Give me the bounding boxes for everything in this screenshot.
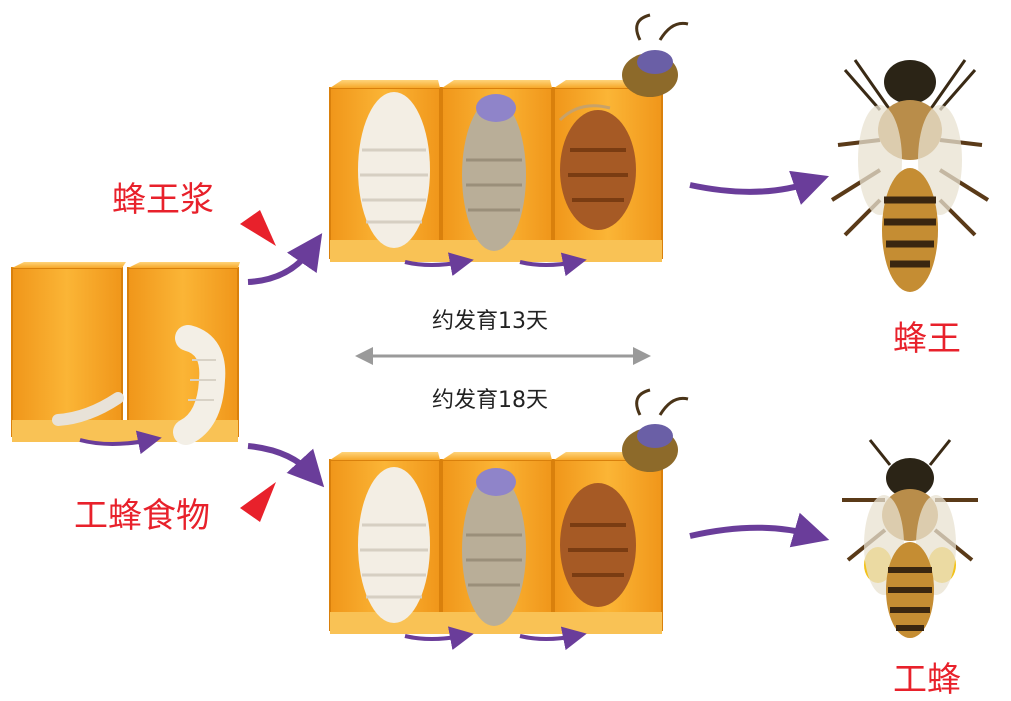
days-13-label: 约发育13天 [432,303,548,335]
queen-label: 蜂王 [893,311,961,360]
days-18-label: 约发育18天 [432,382,548,414]
pointer-icon [240,210,276,246]
worker-food-label: 工蜂食物 [74,488,210,537]
arrow-icon [520,636,575,639]
queen-bee-icon [832,60,988,292]
arrow-icon [405,636,462,639]
pointer-icon [240,482,276,522]
arrow-icon [690,182,812,192]
royal-jelly-label: 蜂王浆 [112,172,214,221]
arrow-icon [520,262,575,265]
worker-label: 工蜂 [893,652,961,701]
arrow-icon [690,528,812,536]
worker-bee-icon [842,440,978,638]
arrow-icon [248,248,312,282]
arrow-icon [248,446,312,474]
arrow-icon [405,262,462,265]
